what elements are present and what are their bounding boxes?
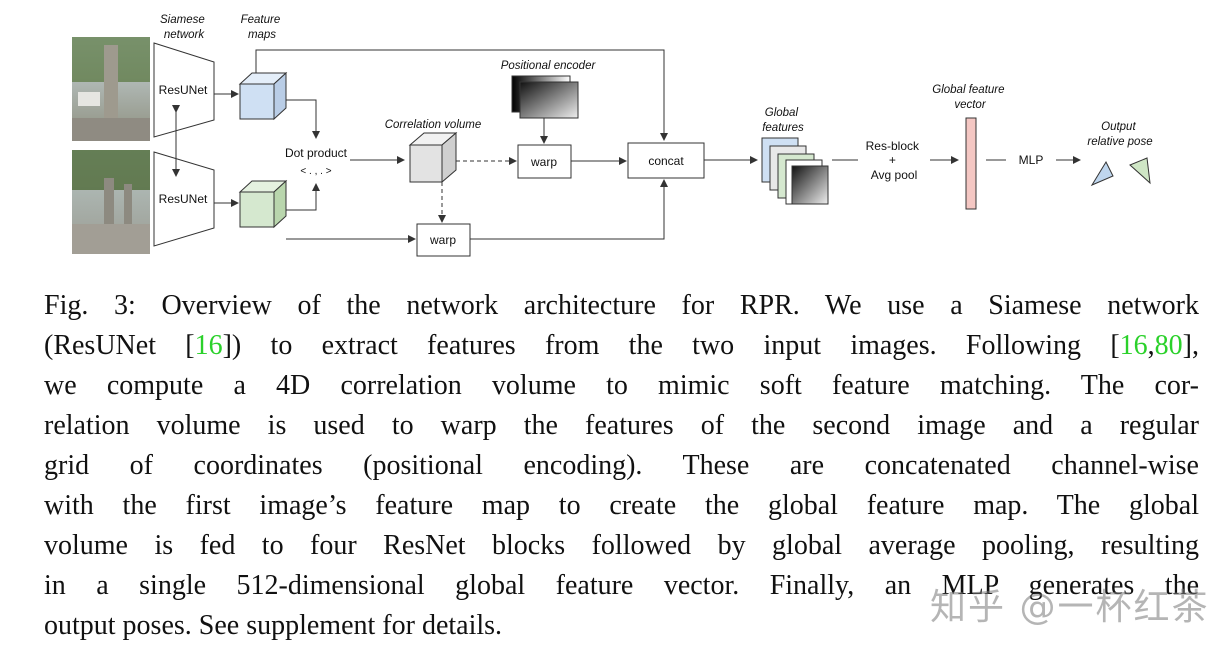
caption-text: relation volume is used to warp the feat… — [44, 410, 1199, 441]
caption-text: (ResUNet [ — [44, 330, 195, 361]
feature-maps-label: Feature maps — [241, 14, 284, 41]
arrow-feature-bottom-to-dot — [286, 183, 320, 211]
citation-link[interactable]: 80 — [1154, 330, 1183, 361]
caption-line: output poses. See supplement for details… — [44, 606, 1199, 646]
global-features-stack — [761, 137, 829, 205]
caption-line: (ResUNet [16]) to extract features from … — [44, 326, 1199, 366]
watermark: 知乎 @一杯红茶 — [930, 587, 1210, 628]
svg-text:concat: concat — [648, 154, 684, 168]
svg-text:warp: warp — [530, 155, 557, 169]
caption-line: with the first image’s feature map to cr… — [44, 486, 1199, 526]
arrow-feature-top-to-concat — [255, 49, 668, 141]
output-pose-a — [1090, 160, 1114, 187]
svg-text:ResUNet: ResUNet — [159, 192, 208, 206]
warp-bottom-box: warp — [416, 223, 471, 257]
concat-box: concat — [627, 142, 705, 179]
global-features-label: Global features — [762, 107, 804, 134]
dot-product-label: Dot product — [285, 146, 348, 160]
caption-text: Fig. 3: Overview of the network architec… — [44, 290, 1199, 321]
feature-map-bottom-cube — [238, 179, 288, 229]
caption-text: , — [1147, 330, 1155, 361]
svg-text:ResUNet: ResUNet — [159, 83, 208, 97]
caption-text: ]) to extract features from the two inpu… — [222, 330, 1120, 361]
caption-text: with the first image’s feature map to cr… — [44, 490, 1199, 521]
arrow-feature-top-to-dot — [286, 99, 320, 139]
caption-line: Fig. 3: Overview of the network architec… — [44, 286, 1199, 326]
resblock-avgpool-label: Res-block + Avg pool — [866, 139, 923, 182]
architecture-diagram: Siamese network Feature maps ResUNet Res… — [72, 14, 1153, 257]
caption-text: ], — [1182, 330, 1199, 361]
correlation-volume-cube — [408, 131, 458, 184]
feature-map-top-cube — [238, 71, 288, 121]
caption-line: relation volume is used to warp the feat… — [44, 406, 1199, 446]
caption-text: volume is fed to four ResNet blocks foll… — [44, 530, 1199, 561]
resunet-top: ResUNet — [153, 42, 215, 138]
positional-encoder-image — [511, 75, 579, 119]
output-pose-b — [1129, 157, 1151, 185]
input-image-1 — [72, 37, 150, 141]
figure-caption: Fig. 3: Overview of the network architec… — [44, 286, 1199, 646]
global-feature-vector-label: Global feature vector — [932, 84, 1007, 111]
caption-line: we compute a 4D correlation volume to mi… — [44, 366, 1199, 406]
arrow-warp-bottom-to-concat — [470, 179, 668, 240]
correlation-volume-label: Correlation volume — [385, 119, 482, 131]
caption-line: grid of coordinates (positional encoding… — [44, 446, 1199, 486]
caption-line: in a single 512-dimensional global featu… — [44, 566, 1199, 606]
caption-text: we compute a 4D correlation volume to mi… — [44, 370, 1199, 401]
citation-link[interactable]: 16 — [1119, 330, 1148, 361]
caption-text: output poses. See supplement for details… — [44, 610, 503, 641]
input-image-2 — [72, 150, 150, 254]
positional-encoder-label: Positional encoder — [501, 60, 597, 72]
caption-text: grid of coordinates (positional encoding… — [44, 450, 1199, 481]
output-pose-label: Output relative pose — [1087, 121, 1152, 148]
caption-line: volume is fed to four ResNet blocks foll… — [44, 526, 1199, 566]
dot-product-symbol: < . , . > — [300, 166, 331, 177]
warp-top-box: warp — [517, 144, 572, 179]
svg-text:warp: warp — [429, 233, 456, 247]
citation-link[interactable]: 16 — [194, 330, 223, 361]
resunet-bottom: ResUNet — [153, 151, 215, 247]
siamese-network-label: Siamese network — [160, 14, 208, 41]
global-feature-vector — [965, 117, 977, 210]
caption-text: in a single 512-dimensional global featu… — [44, 570, 1199, 601]
mlp-label: MLP — [1019, 153, 1044, 167]
